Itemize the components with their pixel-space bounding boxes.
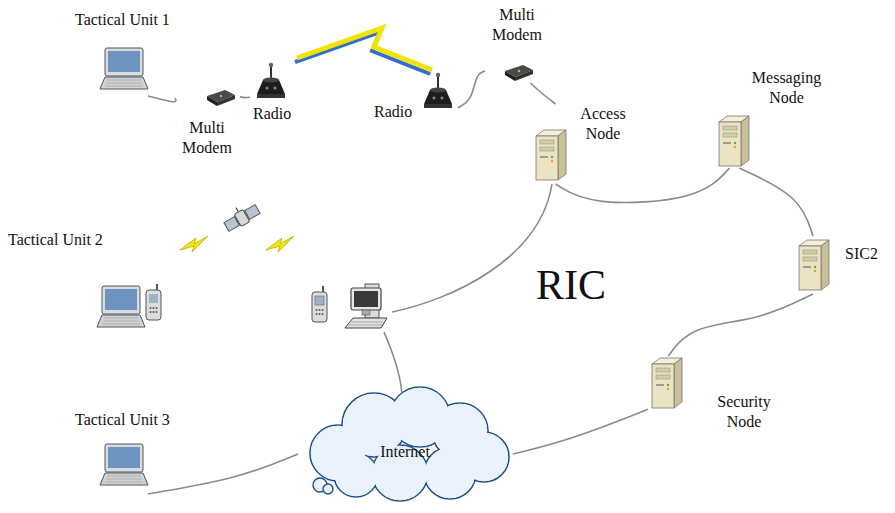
network-wire (240, 97, 250, 98)
modem-icon (505, 65, 533, 81)
cloud-shape (310, 387, 509, 501)
network-wire (148, 454, 298, 494)
network-wire (513, 409, 648, 454)
device-icon (795, 236, 885, 294)
radio-icon (424, 73, 452, 108)
server-icon (719, 116, 749, 166)
node-label: Tactical Unit 3 (75, 410, 195, 430)
network-wire (556, 168, 730, 202)
device-node: Multi Modem (175, 86, 240, 162)
node-label: Tactical Unit 1 (75, 10, 195, 30)
phone-icon (312, 286, 327, 322)
server-icon (536, 130, 566, 180)
wireless-bolt (180, 236, 208, 252)
network-wire (392, 184, 552, 312)
device-node: SIC2 (795, 236, 885, 294)
radio-icon (257, 63, 285, 98)
network-cloud: Internet (298, 385, 513, 500)
node-label: Radio (374, 102, 422, 122)
node-label: SIC2 (845, 244, 883, 264)
node-label: Radio (253, 104, 295, 124)
laptop-icon (100, 48, 148, 89)
network-wire (668, 294, 813, 356)
node-label: Security Node (706, 392, 782, 432)
device-node: Multi Modem (485, 3, 550, 83)
device-node: Security Node (648, 356, 784, 438)
node-label: Internet (355, 442, 455, 462)
node-label: Tactical Unit 2 (8, 230, 133, 250)
device-node: Messaging Node (715, 66, 836, 168)
node-label: Messaging Node (739, 68, 834, 108)
network-wire (458, 71, 485, 108)
device-icon (298, 385, 513, 500)
network-wire (739, 168, 813, 236)
wireless-bolt (266, 236, 294, 252)
network-wire (531, 83, 556, 104)
modem-icon (207, 90, 235, 106)
phone-icon (146, 284, 161, 320)
device-node: Tactical Unit 2 (5, 226, 170, 328)
device-node: Radio (250, 58, 297, 128)
node-label: Multi Modem (487, 5, 547, 45)
laptop-icon (97, 286, 145, 327)
desktop-computer-icon (345, 284, 387, 328)
server-icon (799, 240, 829, 290)
node-label: Multi Modem (177, 118, 237, 158)
wireless-link (297, 28, 432, 70)
network-wire (148, 96, 176, 102)
server-icon (652, 358, 682, 408)
node-label: Access Node (576, 104, 630, 144)
device-node: Tactical Unit 1 (70, 8, 200, 96)
device-node: Access Node (530, 104, 632, 184)
device-node: Tactical Unit 3 (70, 408, 200, 494)
laptop-icon (100, 444, 148, 485)
region-label: RIC (536, 262, 606, 308)
satellite-icon (220, 199, 261, 233)
network-wire (384, 332, 402, 398)
device-node: Radio (372, 70, 458, 124)
